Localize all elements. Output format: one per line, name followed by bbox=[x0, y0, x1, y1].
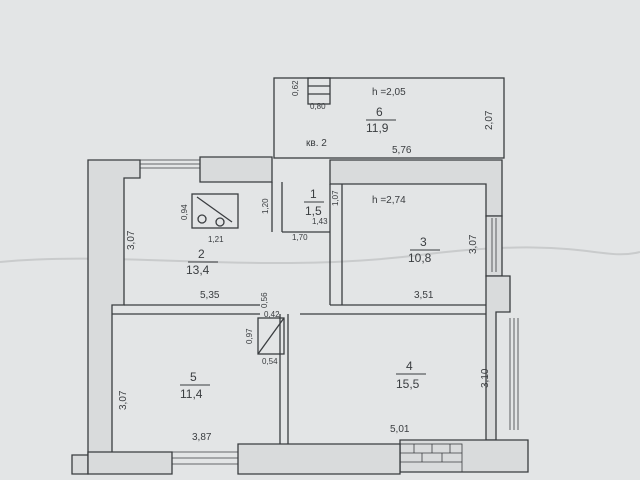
closet-diagonal bbox=[257, 317, 285, 355]
dimension-label: 1,21 bbox=[208, 235, 224, 244]
outer-wall bbox=[71, 159, 141, 475]
room-5-number: 5 bbox=[190, 370, 197, 384]
stove-burner bbox=[197, 214, 207, 224]
dimension-label: 5,76 bbox=[392, 145, 412, 156]
dimension-label: 0,62 bbox=[291, 80, 300, 96]
dimension-label: 1,07 bbox=[331, 190, 340, 206]
room-2-area: 13,4 bbox=[186, 263, 210, 277]
window bbox=[491, 218, 497, 272]
room-5-area: 11,4 bbox=[180, 387, 203, 401]
dimension-label: 5,35 bbox=[200, 290, 220, 301]
window bbox=[140, 159, 200, 169]
stove-burner bbox=[215, 217, 225, 227]
dimension-label: 2,07 bbox=[484, 110, 495, 130]
window bbox=[172, 451, 238, 465]
room-1-area: 1,5 bbox=[305, 204, 322, 218]
dimension-label: 3,87 bbox=[192, 432, 212, 443]
dimension-label: 3,10 bbox=[480, 368, 491, 388]
stove-line bbox=[196, 196, 233, 223]
dimension-label: 1,20 bbox=[261, 198, 270, 214]
dimension-label: 0,56 bbox=[260, 292, 269, 308]
stair bbox=[307, 77, 331, 105]
bottom-wall bbox=[399, 439, 529, 473]
top-wall-segment bbox=[199, 156, 273, 183]
room-2-number: 2 bbox=[198, 247, 205, 261]
room-6-number: 6 bbox=[376, 105, 383, 119]
dimension-label: 3,51 bbox=[414, 290, 434, 301]
dimension-label: 1,70 bbox=[292, 233, 308, 242]
dimension-label: 1,43 bbox=[312, 217, 328, 226]
room-6-outline bbox=[273, 77, 505, 159]
dimension-label: 3,07 bbox=[126, 230, 137, 250]
dimension-label: 3,07 bbox=[468, 234, 479, 254]
room-6-ceiling-height: h =2,05 bbox=[372, 87, 406, 98]
dimension-label: 0,97 bbox=[245, 328, 254, 344]
dimension-label: 0,54 bbox=[262, 357, 278, 366]
room-3-number: 3 bbox=[420, 235, 427, 249]
stove bbox=[191, 193, 239, 229]
bottom-wall bbox=[237, 443, 401, 475]
dimension-label: 0,42 bbox=[264, 310, 280, 319]
dimension-label: 0,94 bbox=[180, 204, 189, 220]
brick-porch bbox=[399, 443, 463, 473]
room-4-area: 15,5 bbox=[396, 377, 420, 391]
room-3-ceiling-height: h =2,74 bbox=[372, 195, 406, 206]
dimension-label: 5,01 bbox=[390, 424, 410, 435]
room-1-number: 1 bbox=[310, 187, 317, 201]
bottom-wall bbox=[87, 451, 173, 475]
room-4-number: 4 bbox=[406, 359, 413, 373]
right-wall bbox=[485, 215, 503, 277]
dimension-label: 0,80 bbox=[310, 102, 326, 111]
room-6-area: 11,9 bbox=[366, 121, 389, 135]
room-3-area: 10,8 bbox=[408, 251, 432, 265]
dimension-label: 3,07 bbox=[118, 390, 129, 410]
window bbox=[509, 318, 519, 430]
apartment-label: кв. 2 bbox=[306, 138, 327, 149]
closet bbox=[257, 317, 285, 355]
